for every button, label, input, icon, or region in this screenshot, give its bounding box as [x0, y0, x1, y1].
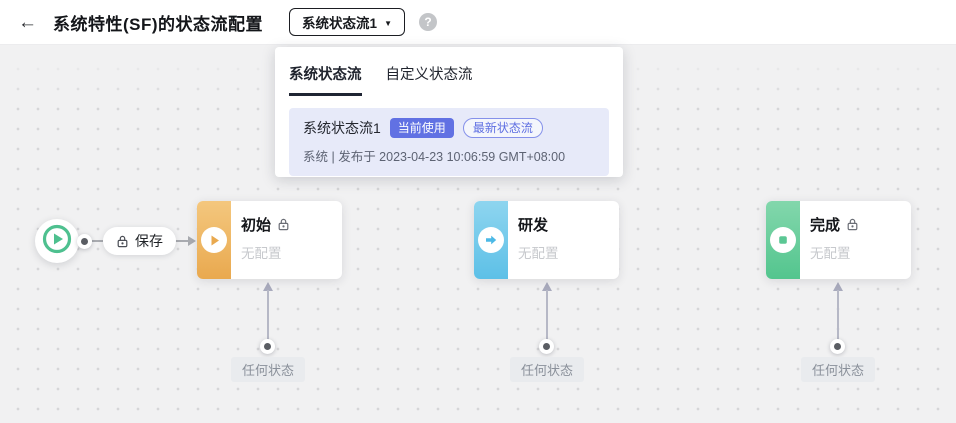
port-dot — [834, 343, 841, 350]
flow-canvas[interactable]: 系统状态流 自定义状态流 系统状态流1 当前使用 最新状态流 系统 | 发布于 … — [0, 45, 956, 423]
port-dot — [264, 343, 271, 350]
save-transition-label: 保存 — [135, 233, 163, 249]
connector-line — [267, 290, 269, 340]
start-node[interactable] — [35, 219, 79, 263]
port-dot — [81, 238, 88, 245]
state-node-initial[interactable]: 初始 无配置 — [197, 201, 342, 279]
arrow-up-head-icon — [263, 282, 273, 291]
any-state-label[interactable]: 任何状态 — [800, 357, 876, 382]
stateflow-list-item[interactable]: 系统状态流1 当前使用 最新状态流 系统 | 发布于 2023-04-23 10… — [289, 108, 609, 176]
any-state-port[interactable] — [539, 339, 554, 354]
play-icon — [201, 227, 227, 253]
arrow-right-icon — [478, 227, 504, 253]
stateflow-name: 系统状态流1 — [303, 120, 381, 136]
connector-line — [171, 240, 189, 242]
arrow-right-head-icon — [188, 236, 196, 246]
state-config-status: 无配置 — [518, 246, 559, 261]
help-icon[interactable]: ? — [418, 13, 437, 31]
state-node-develop[interactable]: 研发 无配置 — [474, 201, 619, 279]
save-transition-pill[interactable]: 保存 — [103, 227, 176, 255]
stateflow-selector-label: 系统状态流1 — [302, 16, 378, 31]
stateflow-tabs: 系统状态流 自定义状态流 — [289, 63, 609, 96]
port-dot — [543, 343, 550, 350]
tab-system-stateflow[interactable]: 系统状态流 — [289, 63, 362, 96]
page-title: 系统特性(SF)的状态流配置 — [53, 14, 264, 34]
state-color-strip — [197, 201, 231, 279]
any-state-label[interactable]: 任何状态 — [509, 357, 585, 382]
chevron-down-icon: ▼ — [384, 18, 392, 28]
state-node-complete[interactable]: 完成 无配置 — [766, 201, 911, 279]
arrow-up-head-icon — [542, 282, 552, 291]
start-output-port[interactable] — [77, 234, 92, 249]
latest-stateflow-badge: 最新状态流 — [462, 118, 543, 138]
connector-line — [546, 290, 548, 340]
arrow-up-head-icon — [833, 282, 843, 291]
any-state-label[interactable]: 任何状态 — [230, 357, 306, 382]
state-color-strip — [766, 201, 800, 279]
back-icon[interactable]: ← — [18, 11, 37, 33]
lock-icon — [116, 235, 129, 248]
lock-icon — [277, 218, 290, 231]
any-state-port[interactable] — [260, 339, 275, 354]
stateflow-selector-button[interactable]: 系统状态流1 ▼ — [289, 8, 405, 36]
stop-square-icon — [770, 227, 796, 253]
current-use-badge: 当前使用 — [389, 118, 454, 138]
state-title: 研发 — [518, 217, 549, 234]
stateflow-meta: 系统 | 发布于 2023-04-23 10:06:59 GMT+08:00 — [303, 150, 566, 164]
lock-icon — [846, 218, 859, 231]
state-config-status: 无配置 — [241, 246, 282, 261]
start-play-icon — [42, 224, 72, 259]
tab-custom-stateflow[interactable]: 自定义状态流 — [385, 67, 473, 83]
stateflow-dropdown-panel: 系统状态流 自定义状态流 系统状态流1 当前使用 最新状态流 系统 | 发布于 … — [275, 47, 623, 177]
header: ← 系统特性(SF)的状态流配置 系统状态流1 ▼ ? — [0, 0, 956, 45]
state-config-status: 无配置 — [810, 246, 851, 261]
state-title: 初始 — [241, 217, 272, 234]
connector-line — [837, 290, 839, 340]
state-color-strip — [474, 201, 508, 279]
state-title: 完成 — [810, 217, 841, 234]
any-state-port[interactable] — [830, 339, 845, 354]
connector-line — [92, 240, 103, 242]
